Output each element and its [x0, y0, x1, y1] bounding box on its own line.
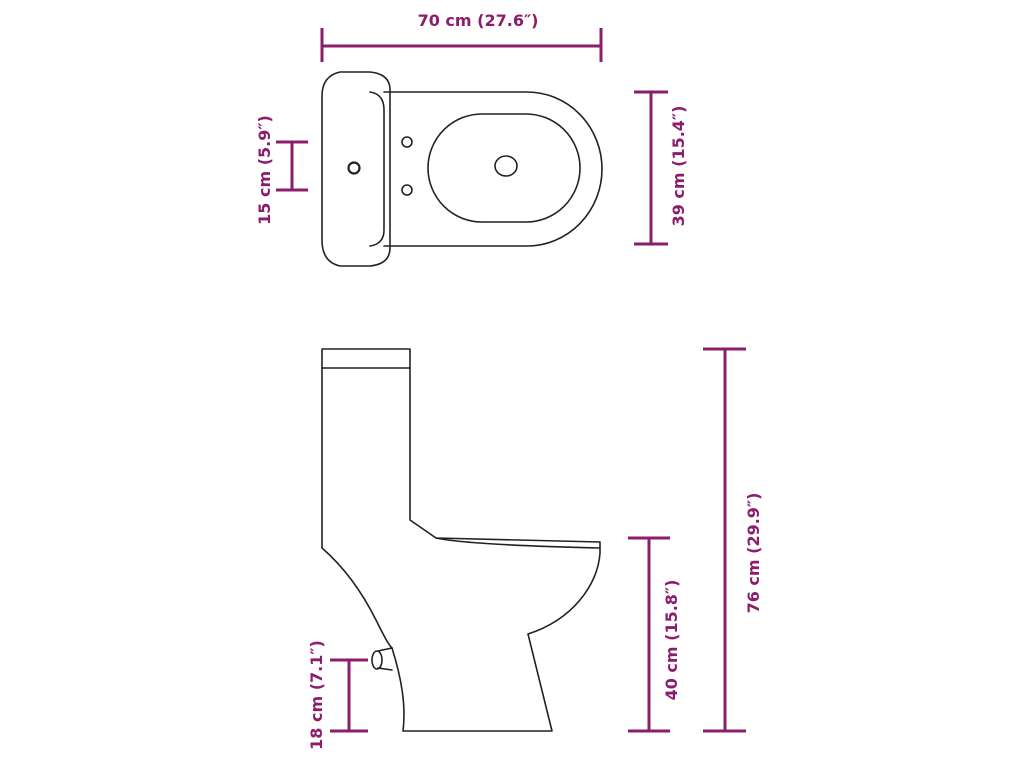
seat-height-label: 40 cm (15.8″)	[662, 580, 681, 701]
outlet-offset-dimension: 15 cm (5.9″)	[255, 115, 308, 225]
toilet-side-outline	[321, 367, 601, 732]
drain-hole	[494, 155, 518, 177]
tank-lid	[321, 348, 411, 369]
outlet-height-dimension: 18 cm (7.1″)	[307, 640, 368, 750]
width-label: 70 cm (27.6″)	[418, 11, 539, 30]
outlet-offset-label: 15 cm (5.9″)	[255, 115, 274, 225]
outlet-height-label: 18 cm (7.1″)	[307, 640, 326, 750]
depth-label: 39 cm (15.4″)	[669, 106, 688, 227]
side-view: 76 cm (29.9″) 40 cm (15.8″) 18 cm (7.1″)	[307, 347, 763, 750]
outlet-pipe-opening	[371, 650, 383, 670]
tank-inner-line	[369, 91, 385, 247]
hinge-hole-upper	[401, 136, 413, 148]
seat-line	[435, 537, 601, 549]
outlet-pipe	[377, 647, 393, 671]
top-view: 70 cm (27.6″) 39 cm (15.4″) 15 cm (5.9″)	[255, 11, 688, 267]
height-dimension: 76 cm (29.9″)	[703, 347, 763, 733]
height-label: 76 cm (29.9″)	[744, 493, 763, 614]
hinge-hole-lower	[401, 184, 413, 196]
depth-dimension: 39 cm (15.4″)	[634, 90, 688, 246]
seat-opening	[427, 113, 581, 223]
tank-top-outline	[321, 71, 391, 267]
width-dimension: 70 cm (27.6″)	[320, 11, 603, 62]
flush-hole	[347, 161, 361, 175]
seat-height-dimension: 40 cm (15.8″)	[628, 536, 681, 733]
bowl-top-outline	[383, 91, 603, 247]
